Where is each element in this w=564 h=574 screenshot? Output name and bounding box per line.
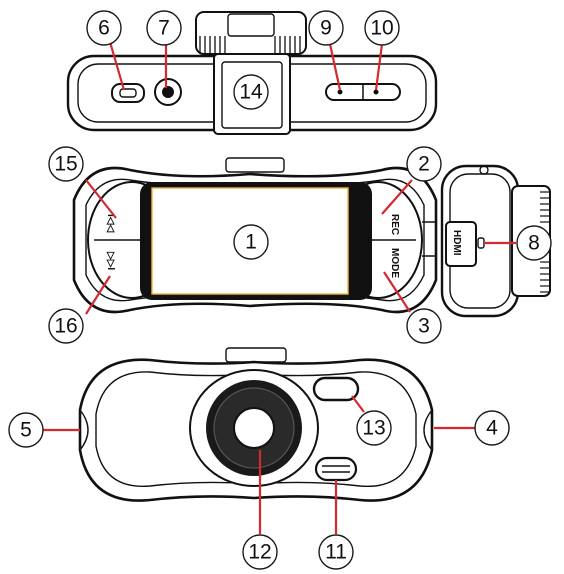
- callout-4: 4: [474, 410, 510, 446]
- leader-9: [328, 43, 342, 91]
- callout-13: 13: [356, 410, 392, 446]
- callout-1-label: 1: [245, 231, 257, 254]
- callout-14: 14: [233, 74, 269, 110]
- lens-view: [78, 347, 434, 502]
- leader-lines: [42, 41, 516, 534]
- callout-12-label: 12: [248, 541, 271, 564]
- callout-16-label: 16: [54, 315, 77, 338]
- usb-port: [111, 83, 145, 103]
- top-knurl: [199, 36, 301, 54]
- callout-15: 15: [48, 146, 84, 182]
- callout-7-label: 7: [158, 17, 170, 40]
- callout-2-label: 2: [418, 153, 430, 176]
- callout-11: 11: [318, 534, 354, 570]
- callout-3-label: 3: [418, 315, 430, 338]
- leader-10: [374, 43, 384, 91]
- leader-6: [108, 41, 126, 91]
- leader-13: [351, 395, 365, 413]
- av-jack-hole: [162, 86, 174, 98]
- callout-10: 10: [364, 10, 400, 46]
- callout-6-label: 6: [98, 17, 110, 40]
- side-knurl: [540, 191, 550, 293]
- callout-16: 16: [48, 308, 84, 344]
- lens-top-tab: [225, 347, 287, 363]
- callout-13-label: 13: [362, 417, 385, 440]
- callout-15-label: 15: [54, 153, 77, 176]
- prev-button-label: I◁◁: [105, 214, 116, 232]
- callout-5-label: 5: [20, 419, 32, 442]
- hdmi-label: HDMI: [451, 230, 462, 256]
- lens-glass: [233, 407, 275, 449]
- leader-3: [383, 271, 411, 313]
- callout-14-label: 14: [239, 81, 263, 104]
- next-button-label: ▷▷I: [105, 251, 116, 270]
- leader-15: [85, 179, 117, 219]
- callout-12: 12: [242, 534, 278, 570]
- reset-hole: [477, 237, 485, 249]
- hdmi-port: [445, 221, 477, 267]
- rec-button-label: REC: [389, 214, 400, 235]
- callout-11-label: 11: [325, 541, 347, 564]
- callout-3: 3: [406, 308, 442, 344]
- callouts: 1 2 3 4 5 6 7 8: [8, 10, 552, 570]
- sensor-window: [312, 376, 360, 402]
- callout-4-label: 4: [486, 417, 498, 440]
- side-view: HDMI: [440, 164, 551, 318]
- callout-5: 5: [8, 412, 44, 448]
- callout-2: 2: [406, 146, 442, 182]
- callout-6: 6: [86, 10, 122, 46]
- leader-2: [381, 179, 413, 215]
- callout-10-label: 10: [370, 17, 393, 40]
- screen-top-tab: [225, 157, 285, 173]
- callout-1: 1: [233, 224, 269, 260]
- callout-9: 9: [308, 10, 344, 46]
- leader-16: [85, 275, 111, 315]
- callout-9-label: 9: [320, 17, 332, 40]
- callout-8-label: 8: [528, 232, 540, 255]
- callout-8: 8: [516, 225, 552, 261]
- speaker-grille: [314, 456, 358, 482]
- mode-button-label: MODE: [389, 248, 400, 278]
- callout-7: 7: [146, 10, 182, 46]
